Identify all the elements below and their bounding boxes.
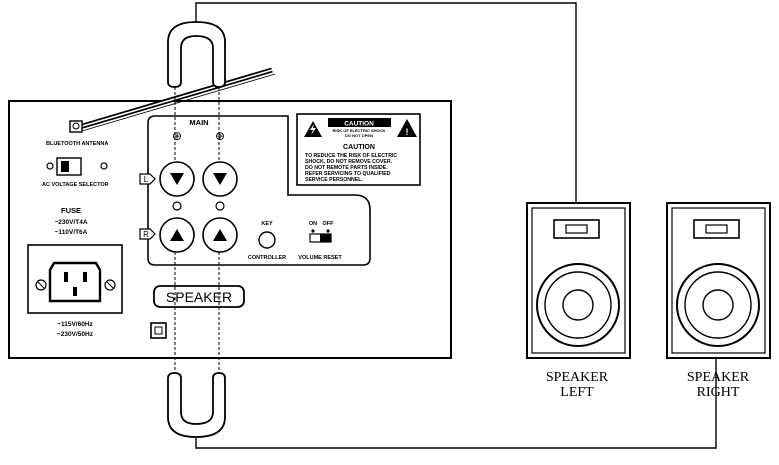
caution-body-line: DO NOT REMOTE PARTS INSIDE. bbox=[305, 165, 388, 171]
terminal-right-positive[interactable] bbox=[159, 217, 195, 253]
speaker-right-label-line-2: RIGHT bbox=[697, 385, 740, 400]
ac-voltage-selector-label: AC VOLTAGE SELECTOR bbox=[42, 182, 109, 188]
terminal-right-negative[interactable] bbox=[202, 217, 238, 253]
caution-body-line: SERVICE PERSONNEL. bbox=[305, 177, 363, 183]
right-channel-plug bbox=[167, 372, 226, 438]
caution-sub-line-2: DO NOT OPEN bbox=[345, 133, 373, 138]
key-label: KEY bbox=[261, 221, 273, 227]
fuse-rating-110v: ~110V/T6A bbox=[55, 229, 88, 236]
volume-reset-switch[interactable] bbox=[309, 233, 332, 243]
caution-heading: CAUTION bbox=[343, 144, 375, 151]
main-title: MAIN bbox=[189, 118, 208, 127]
switch-off-label: OFF bbox=[323, 221, 335, 227]
positive-symbol-right: ⊕ bbox=[215, 129, 225, 143]
power-input-rating-115v: ~115V/60Hz bbox=[57, 321, 93, 328]
right-speaker-wire bbox=[195, 359, 717, 449]
volume-reset-label: VOLUME RESET bbox=[298, 255, 342, 261]
main-terminal-panel bbox=[147, 115, 371, 266]
key-controller-port[interactable] bbox=[258, 231, 276, 249]
caution-exclamation: ! bbox=[406, 127, 409, 137]
speaker-label-plate bbox=[153, 285, 245, 308]
bluetooth-antenna-label: BLUETOOTH ANTENNA bbox=[46, 141, 108, 147]
dashed-leads bbox=[174, 87, 220, 373]
left-channel-letter: L bbox=[144, 175, 149, 184]
caution-body-line: REFER SERVICING TO QUALIFIED bbox=[305, 171, 391, 177]
fuse-title: FUSE bbox=[61, 206, 81, 215]
left-channel-plug bbox=[167, 21, 226, 88]
terminal-indicator-left bbox=[172, 201, 182, 211]
caution-sub-line-1: RISK OF ELECTRIC SHOCK bbox=[333, 128, 386, 133]
fuse-rating-230v: ~230V/T4A bbox=[54, 219, 87, 226]
left-speaker-wire bbox=[195, 2, 577, 202]
power-inlet[interactable] bbox=[27, 244, 123, 314]
caution-body-line: SHOCK, DO NOT REMOVE COVER. bbox=[305, 159, 393, 165]
switch-on-dot bbox=[311, 229, 315, 233]
caution-label bbox=[296, 113, 421, 186]
right-channel-marker bbox=[139, 228, 156, 240]
terminal-left-positive[interactable] bbox=[159, 161, 195, 197]
right-channel-letter: R bbox=[143, 230, 149, 239]
speaker-right bbox=[666, 202, 771, 359]
caution-body-line: TO REDUCE THE RISK OF ELECTRIC bbox=[305, 153, 397, 159]
positive-symbol-left: ⊕ bbox=[172, 129, 182, 143]
speaker-left-label-line-2: LEFT bbox=[560, 385, 594, 400]
ac-voltage-selector[interactable] bbox=[46, 157, 108, 176]
left-channel-marker bbox=[139, 173, 156, 185]
caution-title: CAUTION bbox=[344, 121, 374, 128]
square-button[interactable] bbox=[150, 322, 167, 339]
switch-on-label: ON bbox=[309, 221, 317, 227]
speaker-right-label-line-1: SPEAKER bbox=[687, 370, 750, 385]
speaker-plate-label: SPEAKER bbox=[166, 289, 232, 305]
terminal-left-negative[interactable] bbox=[202, 161, 238, 197]
switch-off-dot bbox=[326, 229, 330, 233]
power-input-rating-230v: ~230V/50Hz bbox=[57, 331, 94, 338]
bluetooth-antenna bbox=[69, 67, 276, 133]
speaker-left-label-line-1: SPEAKER bbox=[546, 370, 609, 385]
terminal-indicator-right bbox=[215, 201, 225, 211]
controller-label: CONTROLLER bbox=[248, 255, 286, 261]
speaker-left bbox=[526, 202, 631, 359]
